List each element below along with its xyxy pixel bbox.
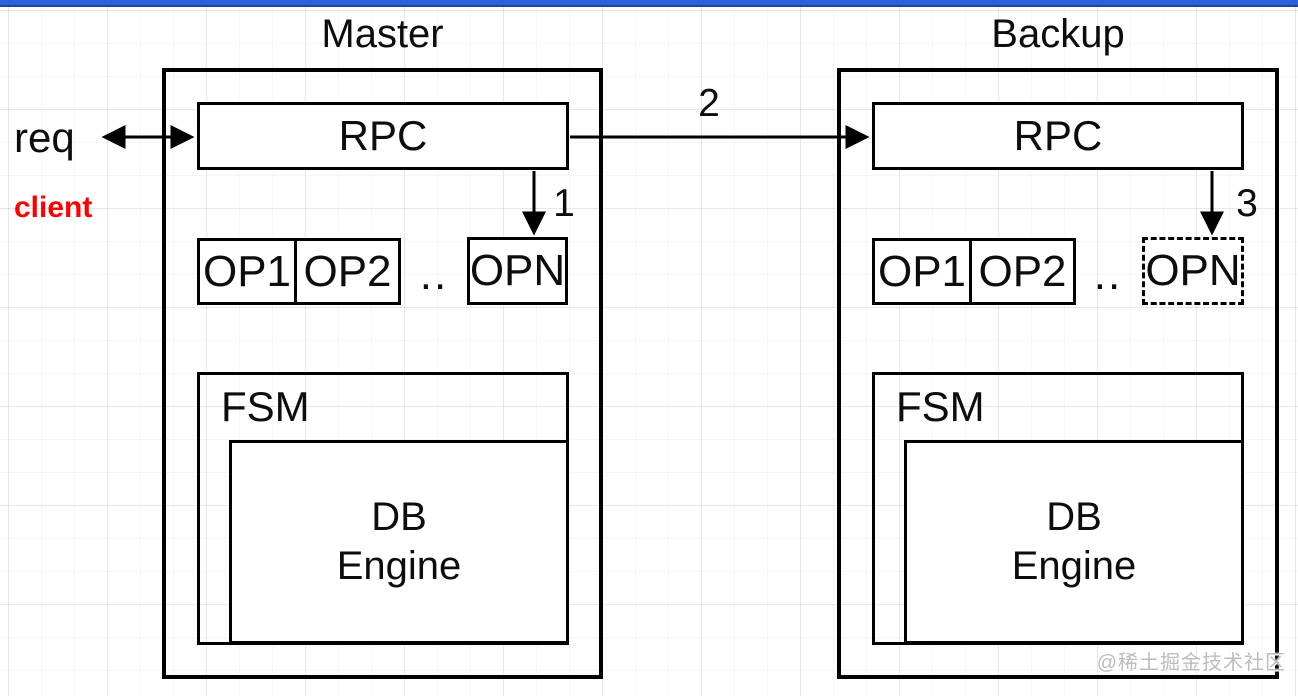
master-node-box [162,68,603,679]
master-opn-box: OPN [467,237,568,305]
backup-db-line2: Engine [1011,544,1137,588]
master-db-line1: DB [371,495,427,539]
backup-db-line1: DB [1046,495,1102,539]
backup-db-engine-box: DB Engine [904,440,1244,644]
backup-op2-box: OP2 [969,238,1076,305]
master-db-line2: Engine [336,544,462,588]
browser-top-bar [0,0,1298,7]
backup-rpc-box: RPC [872,102,1244,170]
step-3-label: 3 [1236,182,1258,225]
master-db-engine-box: DB Engine [229,440,569,644]
master-op-ellipsis: .. [419,250,449,299]
master-rpc-box: RPC [197,102,569,170]
step-2-label: 2 [698,82,720,125]
master-fsm-label: FSM [221,383,310,430]
master-op2-box: OP2 [294,238,401,305]
client-label: client [14,191,93,224]
req-label: req [14,114,75,161]
backup-op1-box: OP1 [872,238,972,305]
backup-title: Backup [991,12,1125,56]
backup-fsm-label: FSM [896,383,985,430]
step-1-label: 1 [553,182,575,225]
watermark-text: @稀土掘金技术社区 [1096,652,1286,674]
master-op1-box: OP1 [197,238,297,305]
backup-op-ellipsis: .. [1093,250,1123,299]
backup-opn-box-dashed: OPN [1142,237,1244,305]
backup-node-box [837,68,1279,679]
master-title: Master [321,12,444,56]
